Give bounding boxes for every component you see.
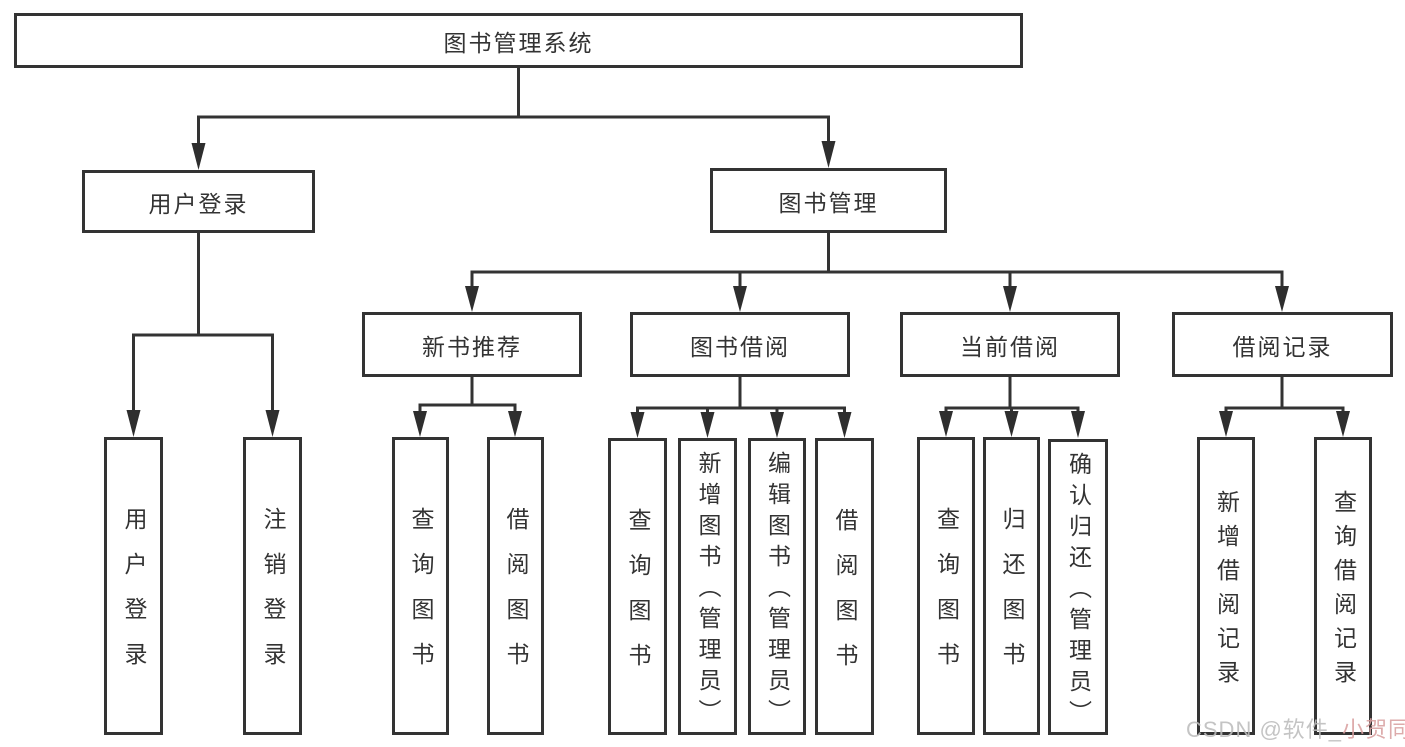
node-book-management: 图书管理 [710,168,947,233]
node-root-label: 图书管理系统 [443,29,594,56]
node-new-book-recommend-label: 新书推荐 [422,333,522,360]
leaf-query-borrow-record: 查询借阅记录 [1314,437,1372,735]
leaf-edit-book-admin-label: 编辑图书（管理员） [764,451,791,730]
watermark-prefix: CSDN @软件_ [1186,717,1343,742]
node-current-borrowing-label: 当前借阅 [960,333,1060,360]
node-borrow-records: 借阅记录 [1172,312,1393,377]
node-current-borrowing: 当前借阅 [900,312,1120,377]
node-root: 图书管理系统 [14,13,1023,68]
watermark: CSDN @软件_小贺同学 [1186,712,1405,744]
node-book-borrowing-label: 图书借阅 [690,333,790,360]
watermark-suffix: 小贺同学 [1342,717,1405,742]
leaf-return-book-label: 归还图书 [999,507,1025,687]
node-user-login-label: 用户登录 [148,190,249,217]
leaf-user-login-label: 用户登录 [121,507,147,687]
leaf-user-login: 用户登录 [104,437,163,735]
tree-edges [132,68,1345,412]
node-book-borrowing: 图书借阅 [630,312,850,377]
leaf-add-book-admin: 新增图书（管理员） [678,438,737,735]
leaf-add-borrow-record: 新增借阅记录 [1197,437,1255,735]
leaf-query-book-borrowing-label: 查询图书 [625,507,651,688]
leaf-borrow-book: 借阅图书 [815,438,874,735]
node-book-management-label: 图书管理 [778,189,879,216]
leaf-query-book-recommend: 查询图书 [392,437,449,735]
leaf-query-borrow-record-label: 查询借阅记录 [1330,489,1357,694]
leaf-borrow-book-recommend: 借阅图书 [487,437,544,735]
leaf-logout: 注销登录 [243,437,302,735]
node-new-book-recommend: 新书推荐 [362,312,582,377]
leaf-return-book: 归还图书 [983,437,1040,735]
leaf-query-book-borrowing: 查询图书 [608,438,667,735]
leaf-borrow-book-label: 借阅图书 [832,507,858,688]
leaf-add-borrow-record-label: 新增借阅记录 [1213,489,1240,694]
arrowheads [126,141,1350,438]
leaf-edit-book-admin: 编辑图书（管理员） [748,438,806,735]
leaf-query-book-recommend-label: 查询图书 [408,507,434,687]
leaf-logout-label: 注销登录 [260,507,286,687]
node-borrow-records-label: 借阅记录 [1232,333,1333,360]
leaf-confirm-return-admin: 确认归还（管理员） [1048,439,1108,735]
leaf-add-book-admin-label: 新增图书（管理员） [695,451,721,730]
leaf-query-book-current-label: 查询图书 [933,507,960,687]
node-user-login: 用户登录 [82,170,315,233]
leaf-query-book-current: 查询图书 [917,437,975,735]
leaf-borrow-book-recommend-label: 借阅图书 [503,507,529,687]
leaf-confirm-return-admin-label: 确认归还（管理员） [1065,451,1092,731]
